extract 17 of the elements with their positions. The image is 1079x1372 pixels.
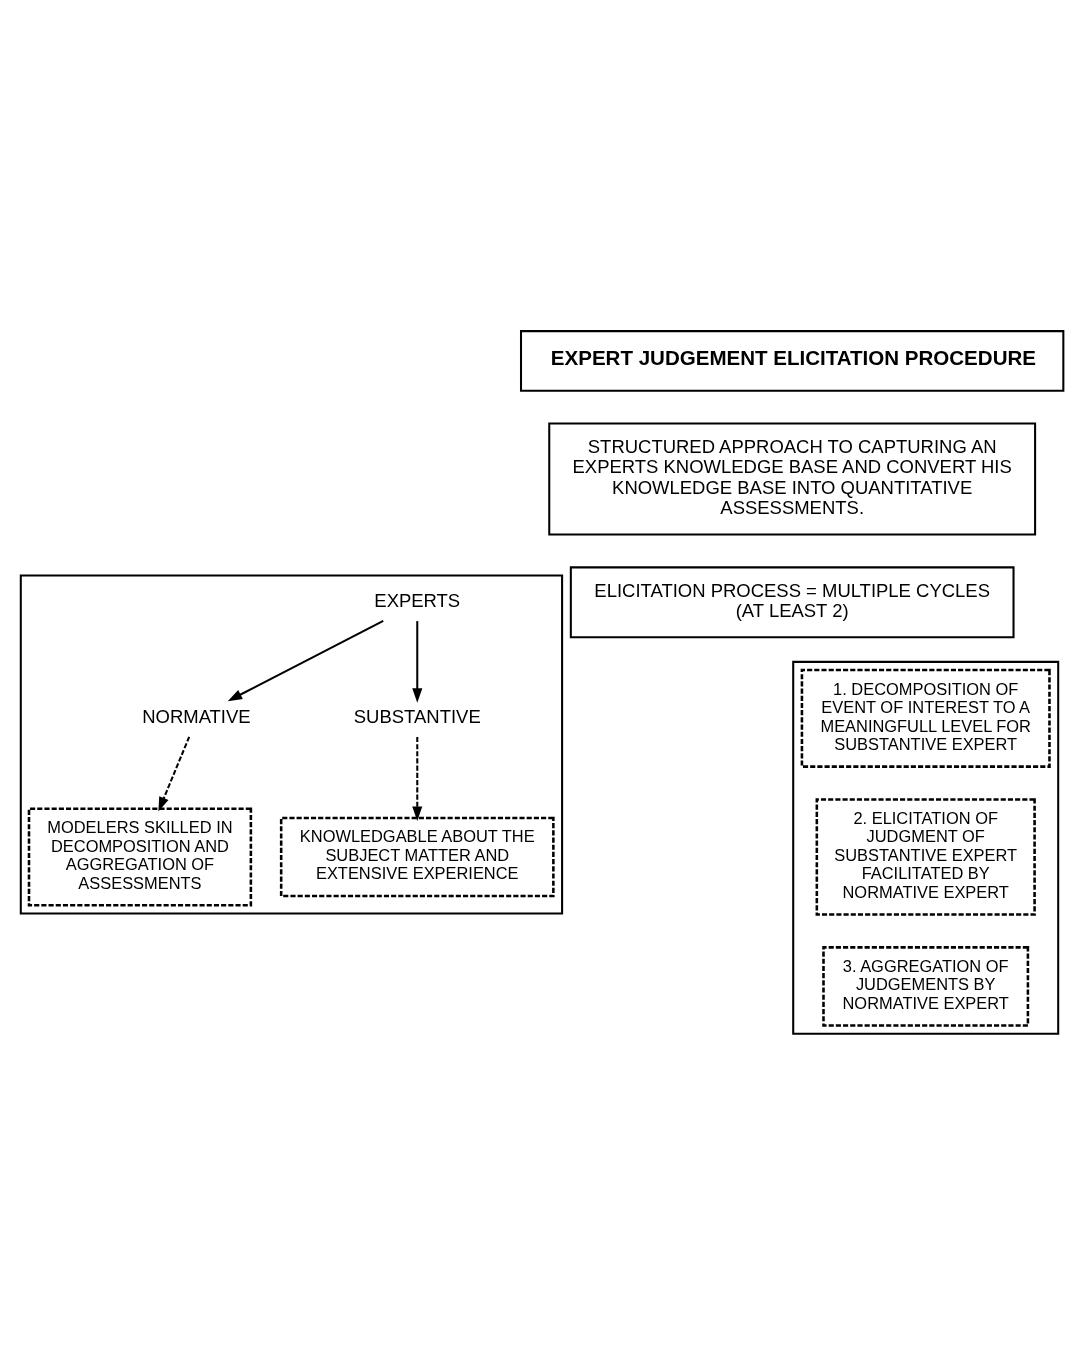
node-box: MODELERS SKILLED IN DECOMPOSITION AND AGGREGATION OF ASSESSMENTS	[27, 806, 253, 907]
cluster	[792, 660, 1060, 1035]
node-box: STRUCTURED APPROACH TO CAPTURING AN EXPERTS KNOWLEDGE BASE AND CONVERT HIS KNOWLEDGE BASE INTO QUANTITATIVE ASSESSMENTS.	[548, 422, 1037, 535]
node-box: KNOWLEDGABLE ABOUT THE SUBJECT MATTER AND EXTENSIVE EXPERIENCE	[279, 816, 555, 897]
arrow	[227, 619, 384, 701]
node-box: EXPERT JUDGEMENT ELICITATION PROCEDURE	[520, 329, 1065, 392]
node-text: SUBSTANTIVE	[353, 705, 481, 727]
arrow	[412, 736, 423, 821]
node-text: EXPERTS	[374, 589, 461, 611]
node-box: 2. ELICITATION OF JUDGMENT OF SUBSTANTIVE EXPERT FACILITATED BY NORMATIVE EXPERT	[815, 797, 1036, 916]
node-box: 3. AGGREGATION OF JUDGEMENTS BY NORMATIVE EXPERT	[822, 945, 1030, 1027]
cluster	[19, 574, 564, 915]
node-box: 1. DECOMPOSITION OF EVENT OF INTEREST TO A MEANINGFULL LEVEL FOR SUBSTANTIVE EXPERT	[800, 668, 1051, 768]
node-box: ELICITATION PROCESS = MULTIPLE CYCLES (AT LEAST 2)	[569, 565, 1015, 638]
arrow	[412, 620, 423, 703]
arrow	[158, 736, 191, 811]
node-text: NORMATIVE	[142, 705, 251, 727]
